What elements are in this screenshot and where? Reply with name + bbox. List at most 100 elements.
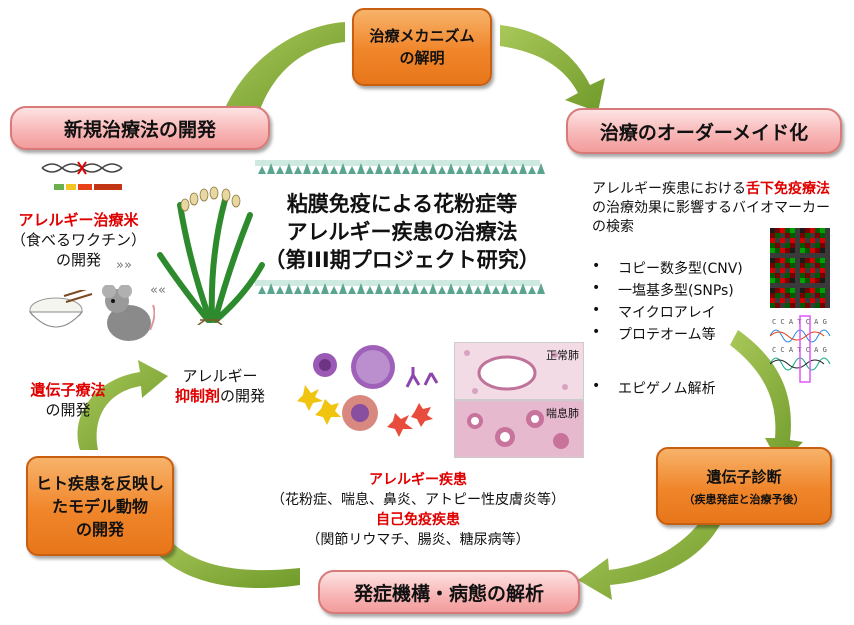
tree-icon (420, 166, 428, 174)
allergy-disease-list: （花粉症、喘息、鼻炎、アトピー性皮膚炎等） (271, 492, 565, 508)
heatmap-cell (805, 268, 810, 273)
heatmap-cell (785, 238, 790, 243)
arrow-top-right (500, 25, 605, 112)
heatmap-cell (800, 243, 805, 248)
gene-diagnosis-box: 遺伝子診断 （疾患発症と治療予後） (656, 447, 832, 525)
heatmap-cell (815, 228, 820, 233)
heatmap-cell (790, 268, 795, 273)
heatmap-cell (790, 238, 795, 243)
heatmap-cell (810, 288, 815, 293)
heatmap-cell (800, 253, 805, 258)
heatmap-cell (805, 273, 810, 278)
tree-icon (285, 283, 293, 294)
heatmap-cell (770, 233, 775, 238)
heatmap-cell (815, 293, 820, 298)
heatmap-cell (800, 263, 805, 268)
tree-icon (384, 286, 392, 294)
chevron-icon-1: »» (116, 258, 132, 273)
tree-icon (402, 286, 410, 294)
heatmap-cell (785, 283, 790, 288)
model-animal-box: ヒト疾患を反映し たモデル動物 の開発 (26, 456, 174, 556)
heatmap-cell (795, 288, 800, 293)
heatmap-cell (825, 278, 830, 283)
heatmap-cell (795, 243, 800, 248)
heatmap-cell (785, 268, 790, 273)
heatmap-cell (770, 273, 775, 278)
heatmap-cell (805, 253, 810, 258)
heatmap-cell (775, 258, 780, 263)
pathology-analysis-box: 発症機構・病態の解析 (318, 570, 580, 614)
heatmap-cell (825, 248, 830, 253)
heatmap-cell (815, 243, 820, 248)
heatmap-cell (790, 263, 795, 268)
tree-icon (339, 283, 347, 294)
heatmap-cell (800, 248, 805, 253)
heatmap-cell (775, 268, 780, 273)
heatmap-cell (810, 293, 815, 298)
heatmap-cell (825, 238, 830, 243)
bullet-proteome: プロテオーム等 (592, 324, 715, 344)
heatmap-cell (770, 263, 775, 268)
heatmap-cell (820, 243, 825, 248)
disease-text: アレルギー疾患 （花粉症、喘息、鼻炎、アトピー性皮膚炎等） 自己免疫疾患 （関節… (258, 470, 578, 550)
heatmap-cell (820, 228, 825, 233)
gene-therapy-development: の開発 (45, 401, 91, 419)
heatmap-cell (805, 288, 810, 293)
asthma-lung-image: 喘息肺 (454, 400, 584, 458)
order-made-label: 治療のオーダーメイド化 (599, 121, 809, 144)
tree-icon (429, 163, 437, 174)
asthma-lung-label: 喘息肺 (546, 407, 579, 420)
heatmap-cell (775, 248, 780, 253)
heatmap-cell (790, 253, 795, 258)
heatmap-cell (815, 288, 820, 293)
immune-cells-image (297, 345, 439, 437)
heatmap-cell (825, 263, 830, 268)
heatmap-cell (810, 228, 815, 233)
heatmap-cell (800, 293, 805, 298)
heatmap-cell (780, 298, 785, 303)
heatmap-cell (825, 298, 830, 303)
heatmap-cell (785, 253, 790, 258)
heatmap-cell (775, 273, 780, 278)
heatmap-cell (790, 293, 795, 298)
tree-icon (330, 286, 338, 294)
tree-icon (474, 166, 482, 174)
tree-icon (474, 286, 482, 294)
heatmap-cell (780, 288, 785, 293)
allergy-disease-title: アレルギー疾患 (369, 472, 467, 488)
tree-icon (537, 283, 545, 294)
heatmap-cell (790, 273, 795, 278)
heatmap-cell (800, 273, 805, 278)
heatmap-cell (800, 228, 805, 233)
heatmap-cell (790, 233, 795, 238)
tree-icon (312, 166, 320, 174)
heatmap-cell (810, 278, 815, 283)
tree-icon (501, 163, 509, 174)
heatmap-cell (805, 238, 810, 243)
heatmap-cell (795, 253, 800, 258)
heatmap-cell (815, 258, 820, 263)
tree-icon (366, 166, 374, 174)
heatmap-cell (805, 258, 810, 263)
heatmap-cell (790, 303, 795, 308)
heatmap-cell (810, 238, 815, 243)
tree-icon (465, 283, 473, 294)
heatmap-cell (800, 268, 805, 273)
tree-icon (420, 286, 428, 294)
heatmap-cell (815, 273, 820, 278)
heatmap-cell (780, 228, 785, 233)
tree-icon (528, 286, 536, 294)
heatmap-cell (775, 263, 780, 268)
heatmap-cell (820, 278, 825, 283)
tree-icon (258, 286, 266, 294)
tree-icon (285, 163, 293, 174)
heatmap-cell (815, 268, 820, 273)
heatmap-cell (800, 233, 805, 238)
project-title-line3: （第III期プロジェクト研究） (264, 248, 540, 272)
biomarker-text: アレルギー疾患における舌下免疫療法の治療効果に影響するバイオマーカーの検索 (592, 180, 842, 237)
normal-lung-label: 正常肺 (546, 349, 579, 362)
inhibitor-line2: の開発 (220, 387, 266, 405)
tree-icon (519, 283, 527, 294)
heatmap-cell (795, 263, 800, 268)
tree-icon (294, 286, 302, 294)
